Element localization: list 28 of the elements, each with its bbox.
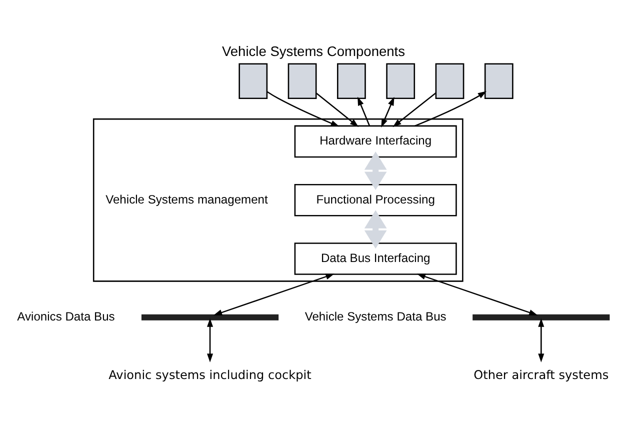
node-label: Vehicle Systems Data Bus: [304, 309, 446, 324]
arrow: [392, 92, 436, 127]
node-label: Avionics Data Bus: [17, 309, 115, 324]
node-box: [386, 62, 416, 98]
node-box: [288, 62, 317, 98]
arrow: [538, 318, 544, 362]
node-box: [484, 62, 514, 98]
node-box: [238, 62, 268, 98]
node-box: Functional Processing: [294, 183, 457, 216]
node-box: [435, 62, 464, 98]
arrow: [316, 92, 359, 127]
arrow: [358, 96, 370, 126]
node-text: Other aircraft systems: [474, 368, 609, 382]
node-box: Data Bus Interfacing: [294, 242, 457, 274]
arrow: [416, 273, 538, 315]
node-box: Hardware Interfacing: [294, 124, 457, 158]
node-box: [337, 62, 366, 98]
diagram-title: Vehicle Systems Components: [222, 43, 406, 58]
arrow: [414, 90, 487, 126]
node-text: Avionic systems including cockpit: [108, 368, 312, 382]
arrow: [266, 90, 340, 126]
arrow: [381, 96, 394, 128]
arrow: [364, 151, 387, 190]
node-bar: [141, 314, 279, 320]
arrow: [213, 273, 334, 315]
arrow: [364, 210, 387, 248]
arrow: [207, 318, 214, 362]
node-bar: [472, 314, 610, 320]
